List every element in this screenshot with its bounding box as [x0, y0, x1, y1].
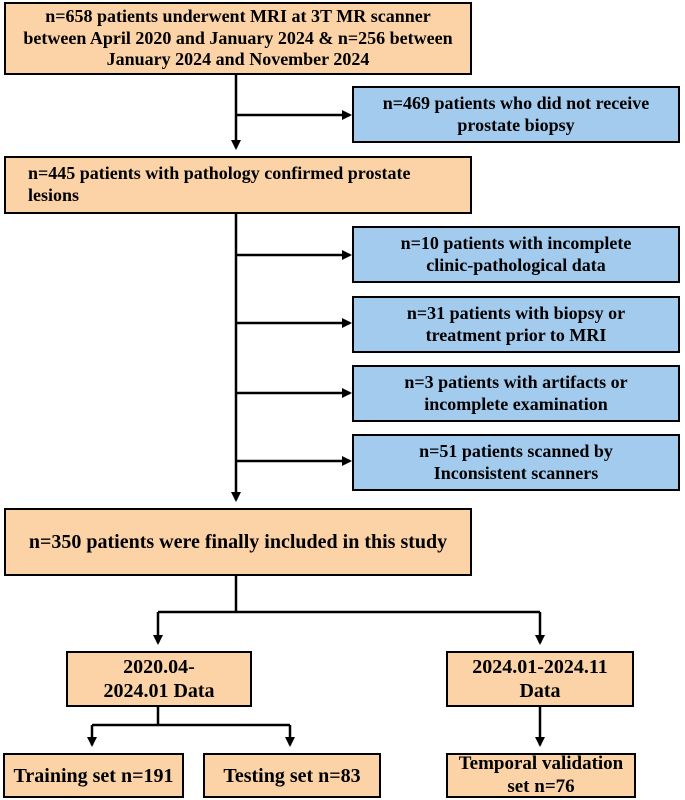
box-prior-treatment: n=31 patients with biopsy or treatment p…	[352, 296, 680, 353]
box-pathology-confirmed: n=445 patients with pathology confirmed …	[4, 156, 472, 214]
box-temporal-validation: Temporal validation set n=76	[446, 753, 636, 798]
box-testing-set: Testing set n=83	[203, 753, 381, 798]
box-cohort-2020: 2020.04-2024.01 Data	[66, 651, 252, 707]
box-no-biopsy: n=469 patients who did not receive prost…	[352, 86, 680, 143]
box-artifacts: n=3 patients with artifacts or incomplet…	[352, 365, 680, 422]
box-cohort-2024: 2024.01-2024.11 Data	[446, 651, 634, 707]
box-incomplete-data: n=10 patients with incomplete clinic-pat…	[352, 226, 680, 283]
box-training-set: Training set n=191	[3, 753, 184, 798]
box-final-included: n=350 patients were finally included in …	[4, 508, 472, 576]
box-inconsistent-scanners: n=51 patients scanned by Inconsistent sc…	[352, 434, 680, 491]
box-mri-scanned: n=658 patients underwent MRI at 3T MR sc…	[4, 2, 472, 75]
